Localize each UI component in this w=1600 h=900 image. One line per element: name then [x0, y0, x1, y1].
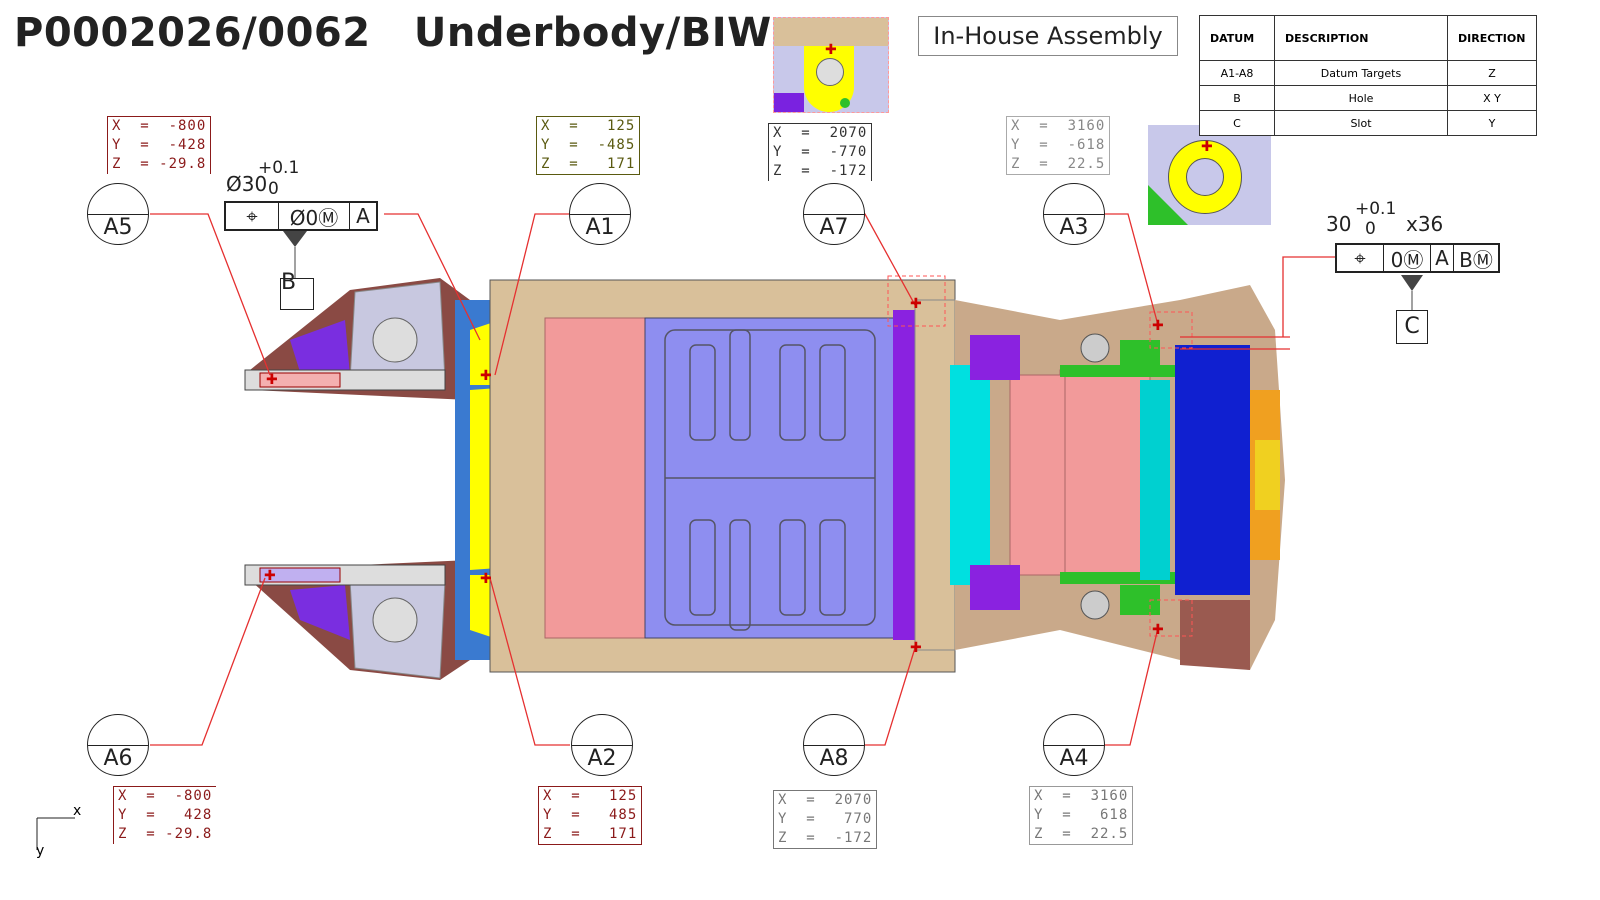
cell: C — [1199, 110, 1275, 136]
page-title: P0002026/0062 Underbody/BIW — [14, 10, 772, 56]
tolerance-value: 0Ⓜ — [1384, 245, 1431, 272]
datum-triangle-icon — [283, 231, 307, 281]
position-icon: ⌖ — [1337, 245, 1384, 271]
header-datum: DATUM — [1199, 15, 1275, 61]
svg-text:✚: ✚ — [480, 571, 492, 587]
datum-target-a7: A7 — [803, 183, 865, 245]
axis-y-label: y — [36, 843, 45, 859]
assembly-label: In-House Assembly — [918, 16, 1178, 56]
upper-tolerance: +0.1 — [1355, 199, 1397, 219]
detail-view-a7: ✚ — [773, 17, 889, 113]
detail-view-a3: ✚ — [1148, 125, 1271, 225]
rear-panel-blue — [1175, 345, 1250, 595]
datum-label-b: B — [280, 272, 314, 310]
lower-tolerance: 0 — [268, 179, 279, 199]
tolerance-value: Ø0Ⓜ — [279, 203, 350, 230]
svg-text:✚: ✚ — [1152, 622, 1164, 638]
datum-reference: A — [356, 204, 370, 228]
size-value: Ø30 — [226, 172, 268, 196]
cell: X Y — [1447, 85, 1537, 111]
svg-text:✚: ✚ — [1152, 318, 1164, 334]
axis-x-label: x — [73, 803, 82, 819]
table-header-row: DATUM DESCRIPTION DIRECTION — [1199, 15, 1537, 61]
datum-reference-1: A — [1431, 245, 1454, 271]
lower-tolerance: 0 — [1365, 219, 1376, 239]
feature-control-frame-c: ⌖ 0Ⓜ A BⓂ — [1335, 243, 1500, 273]
datum-label-c: C — [1396, 310, 1428, 344]
datum-target-a6: A6 — [87, 714, 149, 776]
position-icon: ⌖ — [226, 203, 279, 229]
feature-control-frame-b: ⌖ Ø0Ⓜ A — [224, 201, 378, 231]
cell: Y — [1447, 110, 1537, 136]
size-tolerance-b: Ø30 +0.1 0 — [226, 158, 299, 199]
axis-indicator — [36, 817, 75, 850]
seat-crossmember — [893, 310, 915, 640]
upper-tolerance: +0.1 — [258, 158, 300, 178]
feature-count: x36 — [1406, 212, 1444, 236]
rear-cross-cyan — [950, 365, 990, 585]
crosshair-icon: ✚ — [1201, 139, 1213, 155]
datum-target-a1: A1 — [569, 183, 631, 245]
svg-text:✚: ✚ — [266, 372, 278, 388]
rear-floor-panel — [1059, 369, 1151, 576]
svg-text:✚: ✚ — [910, 640, 922, 656]
datum-triangle-icon — [1401, 275, 1423, 313]
datum-target-a5: A5 — [87, 183, 149, 245]
size-value: 30 — [1326, 212, 1352, 236]
cell: B — [1199, 85, 1275, 111]
header-direction: DIRECTION — [1447, 15, 1537, 61]
cell: Slot — [1274, 110, 1448, 136]
cell: A1-A8 — [1199, 60, 1275, 86]
cell: Datum Targets — [1274, 60, 1448, 86]
cell: Z — [1447, 60, 1537, 86]
datum-target-a3: A3 — [1043, 183, 1105, 245]
crosshair-icon: ✚ — [825, 42, 837, 58]
datum-target-a4: A4 — [1043, 714, 1105, 776]
datum-target-a2: A2 — [571, 714, 633, 776]
target-markers: ✚ ✚ ✚ ✚ ✚ ✚ ✚ ✚ — [264, 296, 1164, 656]
size-tolerance-c: 30 +0.1 0 x36 — [1326, 199, 1443, 239]
svg-text:✚: ✚ — [480, 368, 492, 384]
front-floor-panel — [544, 317, 646, 639]
datum-reference-2: BⓂ — [1459, 247, 1493, 272]
cell: Hole — [1274, 85, 1448, 111]
svg-text:✚: ✚ — [910, 296, 922, 312]
datum-target-a8: A8 — [803, 714, 865, 776]
svg-text:✚: ✚ — [264, 568, 276, 584]
header-description: DESCRIPTION — [1274, 15, 1448, 61]
